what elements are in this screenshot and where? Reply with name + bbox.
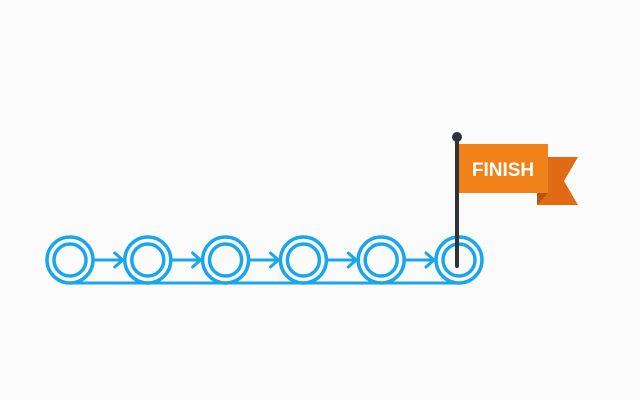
arrow-icon [325,251,358,269]
arrow-icon [92,251,125,269]
flag-label: FINISH [472,160,534,181]
flag-banner [459,144,548,193]
step-track [45,235,484,285]
step-inner-ring [207,242,244,278]
flag-tail-fold [537,193,548,205]
flag-pole-knob [452,132,462,142]
arrow-icon [170,251,203,269]
step-inner-ring [52,242,88,278]
step-inner-ring [363,242,399,278]
step-inner-ring [130,242,166,278]
finish-flag: FINISH [452,132,578,268]
arrow-icon [403,251,436,269]
step-inner-ring [285,242,322,278]
arrow-icon [248,251,280,269]
